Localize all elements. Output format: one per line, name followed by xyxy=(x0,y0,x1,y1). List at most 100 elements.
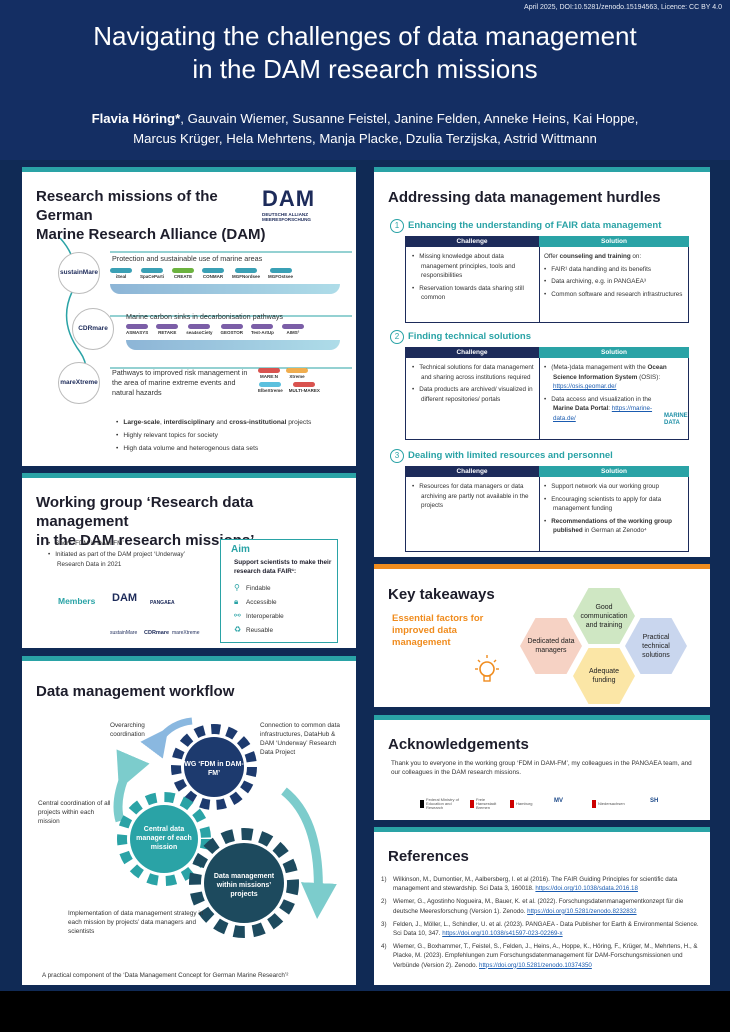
gear-projects xyxy=(189,828,299,938)
author-list: Flavia Höring*, Gauvain Wiemer, Susanne … xyxy=(91,111,639,146)
gear-projects-label: Data management within missions’ project… xyxy=(213,873,275,898)
reference-list: 1)Wilkinson, M., Dumontier, M., Aalbersb… xyxy=(381,875,703,974)
funder-bmbf: Federal Ministry of Education and Resear… xyxy=(420,798,466,810)
takeaway-data-managers: Dedicated data managers xyxy=(520,618,582,674)
member-logo-dam: DAM xyxy=(112,592,138,604)
marextreme-logo: mareXtreme xyxy=(58,362,100,404)
member-logo-sustainmare: sustainMare xyxy=(110,630,138,636)
challenges-2: Technical solutions for data management … xyxy=(412,363,536,407)
mission-text-cdrmare: Marine carbon sinks in decarbonisation p… xyxy=(126,312,284,321)
marine-data-logo: MARINE DATA xyxy=(664,413,688,426)
cdrmare-partner-logos: ASMASYS RETAKE sea4soCiety GEOSTOR Test-… xyxy=(126,324,304,335)
solution-header-1: Solution xyxy=(539,236,689,247)
member-logo-marextreme: mareXtreme xyxy=(172,630,200,636)
gear-wg xyxy=(171,724,257,810)
solutions-2: (Meta-)data management with the Ocean Sc… xyxy=(544,363,686,426)
recycle-icon: ♻ xyxy=(234,625,242,634)
workflow-panel: Data management workflow Overarching coo… xyxy=(22,656,356,985)
missions-panel: Research missions of the German Marine R… xyxy=(22,167,356,466)
ack-text: Thank you to everyone in the working gro… xyxy=(391,760,692,776)
reference-item: 2)Wiemer, G., Agostinho Nogueira, M., Ba… xyxy=(381,898,684,915)
mission-text-sustainmare: Protection and sustainable use of marine… xyxy=(112,254,263,263)
workflow-title: Data management workflow xyxy=(36,683,235,700)
poster-title: Navigating the challenges of data manage… xyxy=(93,21,637,84)
poster-header: April 2025, DOI:10.5281/zenodo.15194563,… xyxy=(0,0,730,160)
gear-central-label: Central data manager of each mission xyxy=(136,826,192,851)
dam-logo: DAM DEUTSCHE ALLIANZ MEERESFORSCHUNG xyxy=(262,186,316,222)
takeaways-subtitle: Essential factors for improved data mana… xyxy=(392,613,484,648)
aim-box xyxy=(220,539,338,643)
working-group-panel: Working group ‘Research data management … xyxy=(22,473,356,648)
workflow-diagram xyxy=(113,717,337,938)
hurdles-title: Addressing data management hurdles xyxy=(388,189,661,206)
bottom-black-band xyxy=(0,991,730,1032)
takeaway-communication: Good communication and training xyxy=(573,588,635,644)
lightbulb-icon xyxy=(470,653,504,687)
funder-bremen: Freie Hansestadt Bremen xyxy=(470,798,506,810)
funder-sh: SH xyxy=(650,798,659,804)
takeaway-technical-solutions: Practical technical solutions xyxy=(625,618,687,674)
gear-central-manager xyxy=(117,792,211,886)
solutions-1: Offer counseling and training on: FAIR¹ … xyxy=(544,252,686,302)
reference-link[interactable]: https://doi.org/10.1038/s41597-023-02269… xyxy=(442,930,563,938)
reference-item: 4)Wiemer, G., Boxhammer, T., Feistel, S.… xyxy=(381,943,698,969)
member-logo-cdrmare: CDRmare xyxy=(144,630,170,636)
challenges-1: Missing knowledge about data management … xyxy=(412,252,534,306)
missions-bullets: Large-scale, interdisciplinary and cross… xyxy=(116,416,351,455)
link-icon: ⚯ xyxy=(234,611,241,620)
implementation-label: Implementation of data management strate… xyxy=(68,910,204,935)
hurdle-row-2 xyxy=(405,358,689,440)
solution-header-3: Solution xyxy=(539,466,689,477)
reference-link[interactable]: https://doi.org/10.5281/zenodo.10374350 xyxy=(479,961,592,969)
member-logo-pangaea: PANGAEA xyxy=(150,600,175,606)
sustainmare-wave xyxy=(110,284,340,294)
aim-title: Aim xyxy=(231,544,250,555)
aim-text: Support scientists to make their researc… xyxy=(234,559,332,575)
members-label: Members xyxy=(58,596,96,606)
marine-data-link[interactable]: https://marine-data.de/ xyxy=(553,405,653,422)
connection-label: Connection to common data infrastructure… xyxy=(260,722,340,756)
magnifier-icon: ⚲ xyxy=(234,583,240,592)
challenge-header-2: Challenge xyxy=(405,347,539,358)
fair-findable: ⚲Findable xyxy=(234,583,271,592)
reference-link[interactable]: https://doi.org/10.1038/sdata.2016.18 xyxy=(535,885,638,893)
ack-panel: Acknowledgements Thank you to everyone i… xyxy=(374,715,710,820)
refs-panel: References 1)Wilkinson, M., Dumontier, M… xyxy=(374,827,710,985)
challenges-3: Resources for data managers or data arch… xyxy=(412,482,534,514)
sustainmare-logo: sustainMare xyxy=(58,252,100,294)
takeaways-title: Key takeaways xyxy=(388,586,495,603)
gear-wg-label: WG ‘FDM in DAM-FM’ xyxy=(184,761,244,777)
missions-title: Research missions of the German Marine R… xyxy=(36,188,266,243)
marextreme-partner-logos: MARE:N Xtreme ElbeXtreme MULTI-MAREX xyxy=(258,368,338,393)
sustainmare-partner-logos: iSeal SpaCeParti CREATE CONMAR MGFNordse… xyxy=(110,268,293,279)
poster-meta: April 2025, DOI:10.5281/zenodo.15194563,… xyxy=(524,4,722,11)
workflow-footer: A practical component of the ‘Data Manag… xyxy=(42,972,289,979)
hurdle-row-3 xyxy=(405,477,689,552)
refs-title: References xyxy=(388,848,469,865)
reference-item: 3)Felden, J., Möller, L., Schindler, U. … xyxy=(381,920,699,938)
fair-accessible: 🔒︎Accessible xyxy=(234,597,277,606)
osis-link[interactable]: https://osis.geomar.de/ xyxy=(553,383,617,390)
cdrmare-wave xyxy=(126,340,340,350)
funder-mv: MV xyxy=(554,798,563,804)
central-coordination-label: Central coordination of all projects wit… xyxy=(38,800,111,825)
mission-text-marextreme: Pathways to improved risk management in … xyxy=(112,368,248,397)
fair-interoperable: ⚯Interoperable xyxy=(234,611,284,620)
reference-link[interactable]: https://doi.org/10.5281/zenodo.8232832 xyxy=(527,907,637,915)
cdrmare-logo: CDRmare xyxy=(72,308,114,350)
challenge-header-1: Challenge xyxy=(405,236,539,247)
funder-niedersachsen: Niedersachsen xyxy=(592,800,625,810)
working-group-facts: Short: ‘FDM in DAM-FM’ Initiated as part… xyxy=(48,539,213,571)
lead-author: Flavia Höring* xyxy=(91,111,181,126)
solutions-3: Support network via our working group En… xyxy=(544,482,686,539)
takeaways-panel: Key takeaways Essential factors for impr… xyxy=(374,564,710,707)
challenge-header-3: Challenge xyxy=(405,466,539,477)
reference-item: 1)Wilkinson, M., Dumontier, M., Aalbersb… xyxy=(381,876,678,893)
funder-hamburg: Hamburg xyxy=(510,800,532,810)
fair-reusable: ♻Reusable xyxy=(234,625,274,634)
ack-title: Acknowledgements xyxy=(388,736,529,753)
